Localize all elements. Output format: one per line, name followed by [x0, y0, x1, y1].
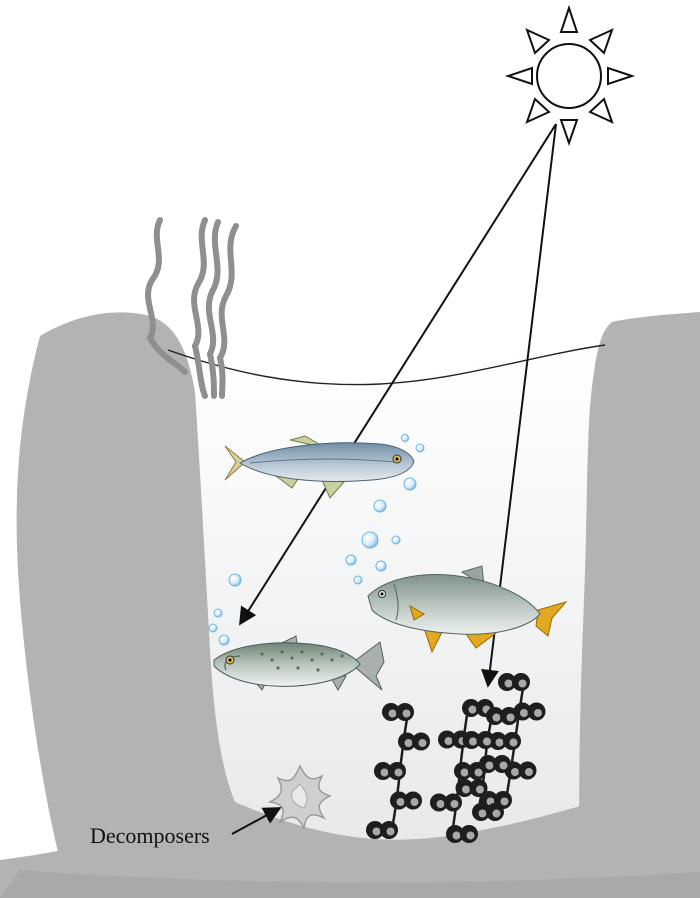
sun-icon: [508, 8, 632, 143]
right-rock-bank: [579, 312, 700, 860]
decomposers-label: Decomposers: [90, 823, 210, 848]
